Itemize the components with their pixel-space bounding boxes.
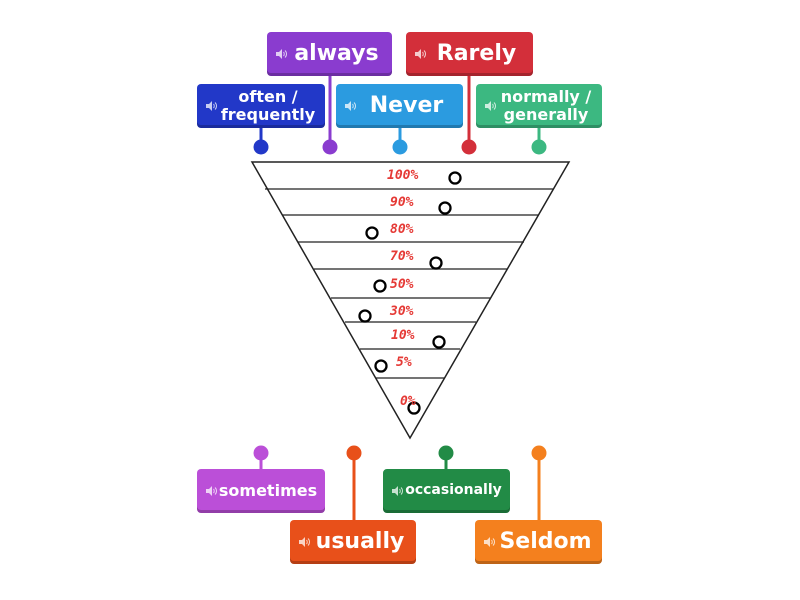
connector-pin-usually[interactable] [346, 445, 362, 461]
drop-target-circle[interactable] [373, 279, 387, 293]
drop-target-circle[interactable] [429, 256, 443, 270]
tile-seldom[interactable]: Seldom [475, 520, 602, 564]
connector-pin-rarely[interactable] [461, 139, 477, 155]
drop-target-circle[interactable] [358, 309, 372, 323]
drop-target-circle[interactable] [438, 201, 452, 215]
tile-often-frequently[interactable]: often / frequently [197, 84, 325, 128]
tile-label: Rarely [436, 40, 517, 66]
percent-label-80: 80% [390, 222, 414, 237]
tile-sometimes[interactable]: sometimes [197, 469, 325, 513]
percent-label-0: 0% [400, 394, 416, 409]
percent-label-10: 10% [391, 328, 415, 343]
tile-always[interactable]: always [267, 32, 392, 76]
funnel-outline [250, 161, 571, 440]
speaker-icon[interactable] [483, 536, 495, 548]
tile-label: Seldom [499, 528, 592, 554]
speaker-icon[interactable] [344, 100, 356, 112]
speaker-icon[interactable] [205, 100, 217, 112]
tile-usually[interactable]: usually [290, 520, 416, 564]
tile-rarely[interactable]: Rarely [406, 32, 533, 76]
percent-label-50: 50% [390, 277, 414, 292]
speaker-icon[interactable] [391, 485, 403, 497]
percent-label-100: 100% [387, 168, 419, 183]
connector-pin-sometimes[interactable] [253, 445, 269, 461]
drop-target-circle[interactable] [432, 335, 446, 349]
speaker-icon[interactable] [298, 536, 310, 548]
tile-label: always [294, 40, 379, 66]
tile-never[interactable]: Never [336, 84, 463, 128]
drop-target-circle[interactable] [365, 226, 379, 240]
drop-target-circle[interactable] [448, 171, 462, 185]
tile-occasionally[interactable]: occasionally [383, 469, 510, 513]
drop-target-circle[interactable] [407, 401, 421, 415]
connector-pin-never[interactable] [392, 139, 408, 155]
tile-label: normally / generally [500, 87, 592, 124]
speaker-icon[interactable] [414, 48, 426, 60]
tile-label: sometimes [218, 481, 318, 501]
connector-pin-normally[interactable] [531, 139, 547, 155]
tile-label: often / frequently [220, 87, 316, 124]
speaker-icon[interactable] [205, 485, 217, 497]
percent-label-90: 90% [390, 195, 414, 210]
tile-label: usually [315, 528, 405, 554]
percent-label-5: 5% [396, 355, 412, 370]
connector-pin-always[interactable] [322, 139, 338, 155]
tile-label: Never [369, 92, 444, 118]
drop-target-circle[interactable] [374, 359, 388, 373]
tile-label: occasionally [405, 482, 502, 499]
percent-label-70: 70% [390, 249, 414, 264]
connector-pin-seldom[interactable] [531, 445, 547, 461]
speaker-icon[interactable] [484, 100, 496, 112]
tile-normally-generally[interactable]: normally / generally [476, 84, 602, 128]
speaker-icon[interactable] [275, 48, 287, 60]
connector-pin-often[interactable] [253, 139, 269, 155]
connector-pin-occasionally[interactable] [438, 445, 454, 461]
percent-label-30: 30% [390, 304, 414, 319]
